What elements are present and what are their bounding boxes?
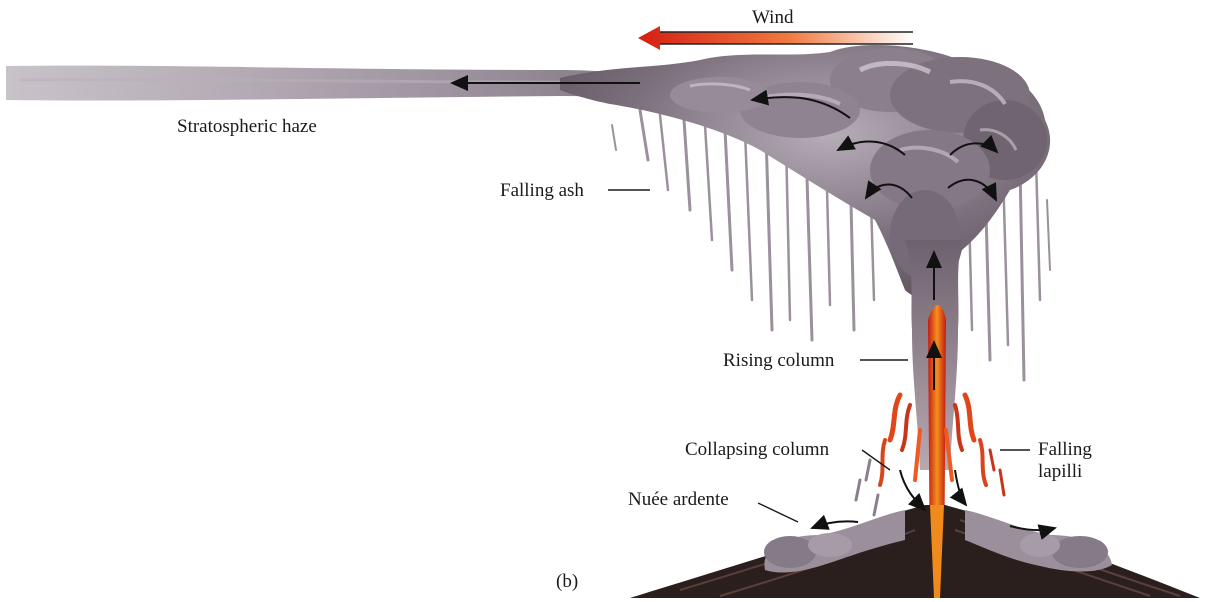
falling-lapilli-label-line2: lapilli <box>1038 462 1082 481</box>
volcano-flank <box>630 505 1200 598</box>
falling-lapilli-label-line1: Falling <box>1038 440 1092 459</box>
wind-label: Wind <box>752 8 793 27</box>
nuee-ardente-label: Nuée ardente <box>628 490 729 509</box>
collapsing-column-label: Collapsing column <box>685 440 829 459</box>
stratospheric-haze-label: Stratospheric haze <box>177 117 317 136</box>
figure-label: (b) <box>556 572 578 591</box>
falling-ash-label: Falling ash <box>500 181 584 200</box>
rising-column-label: Rising column <box>723 351 834 370</box>
